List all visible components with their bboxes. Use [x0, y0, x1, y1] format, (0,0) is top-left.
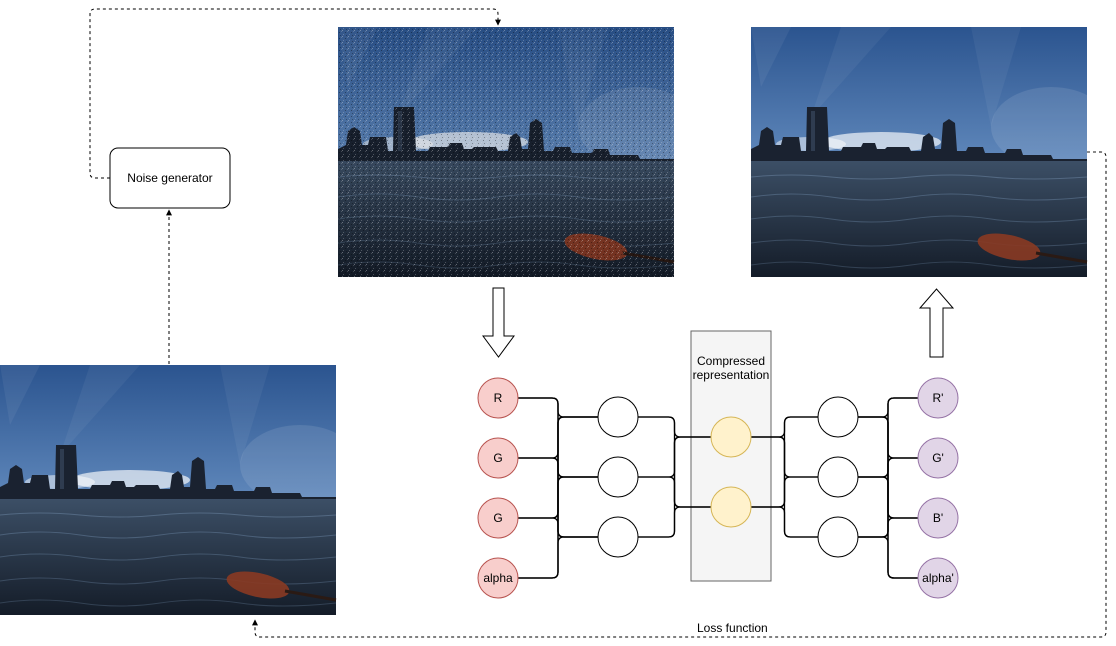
decoder-hidden-node — [817, 516, 859, 558]
reconstructed-image — [749, 25, 1113, 279]
input-node: alpha — [477, 557, 519, 599]
network-edge — [858, 517, 918, 538]
compressed-label-line1: Compressed — [697, 354, 765, 368]
decoder-hidden-node — [817, 456, 859, 498]
input-node: G — [477, 497, 519, 539]
encoder-hidden-node — [597, 516, 639, 558]
output-node: B' — [917, 497, 959, 539]
latent-node — [710, 416, 752, 458]
output-node-label: G' — [932, 451, 944, 465]
output-node: alpha' — [917, 557, 959, 599]
decoder-hidden-node — [817, 396, 859, 438]
loss-function-line — [252, 151, 1107, 638]
noise-generator-label: Noise generator — [127, 171, 212, 185]
original-image — [0, 363, 362, 617]
noise-generator-box: Noise generator — [109, 147, 231, 209]
latent-node — [710, 486, 752, 528]
network-edges — [518, 397, 918, 579]
input-node-label: R — [494, 391, 503, 405]
network-edge — [638, 506, 711, 538]
input-node: R — [477, 377, 519, 419]
input-node-label: G — [493, 451, 502, 465]
network-edge — [751, 506, 818, 538]
input-node: G — [477, 437, 519, 479]
noisy-input-image — [336, 25, 700, 279]
output-node-label: R' — [933, 391, 944, 405]
output-node-label: alpha' — [922, 571, 954, 585]
network-edge — [858, 536, 918, 579]
encoder-hidden-node — [597, 396, 639, 438]
decode-arrow — [918, 288, 955, 358]
network-edge — [518, 536, 598, 579]
compressed-label-line2: representation — [693, 368, 770, 382]
output-node-label: B' — [933, 511, 943, 525]
loss-function-label: Loss function — [697, 621, 768, 635]
input-node-label: G — [493, 511, 502, 525]
encoder-hidden-node — [597, 456, 639, 498]
encode-arrow — [482, 287, 515, 358]
noise-to-top-image-line — [89, 8, 501, 179]
output-node: G' — [917, 437, 959, 479]
output-node: R' — [917, 377, 959, 419]
input-node-label: alpha — [483, 571, 513, 585]
